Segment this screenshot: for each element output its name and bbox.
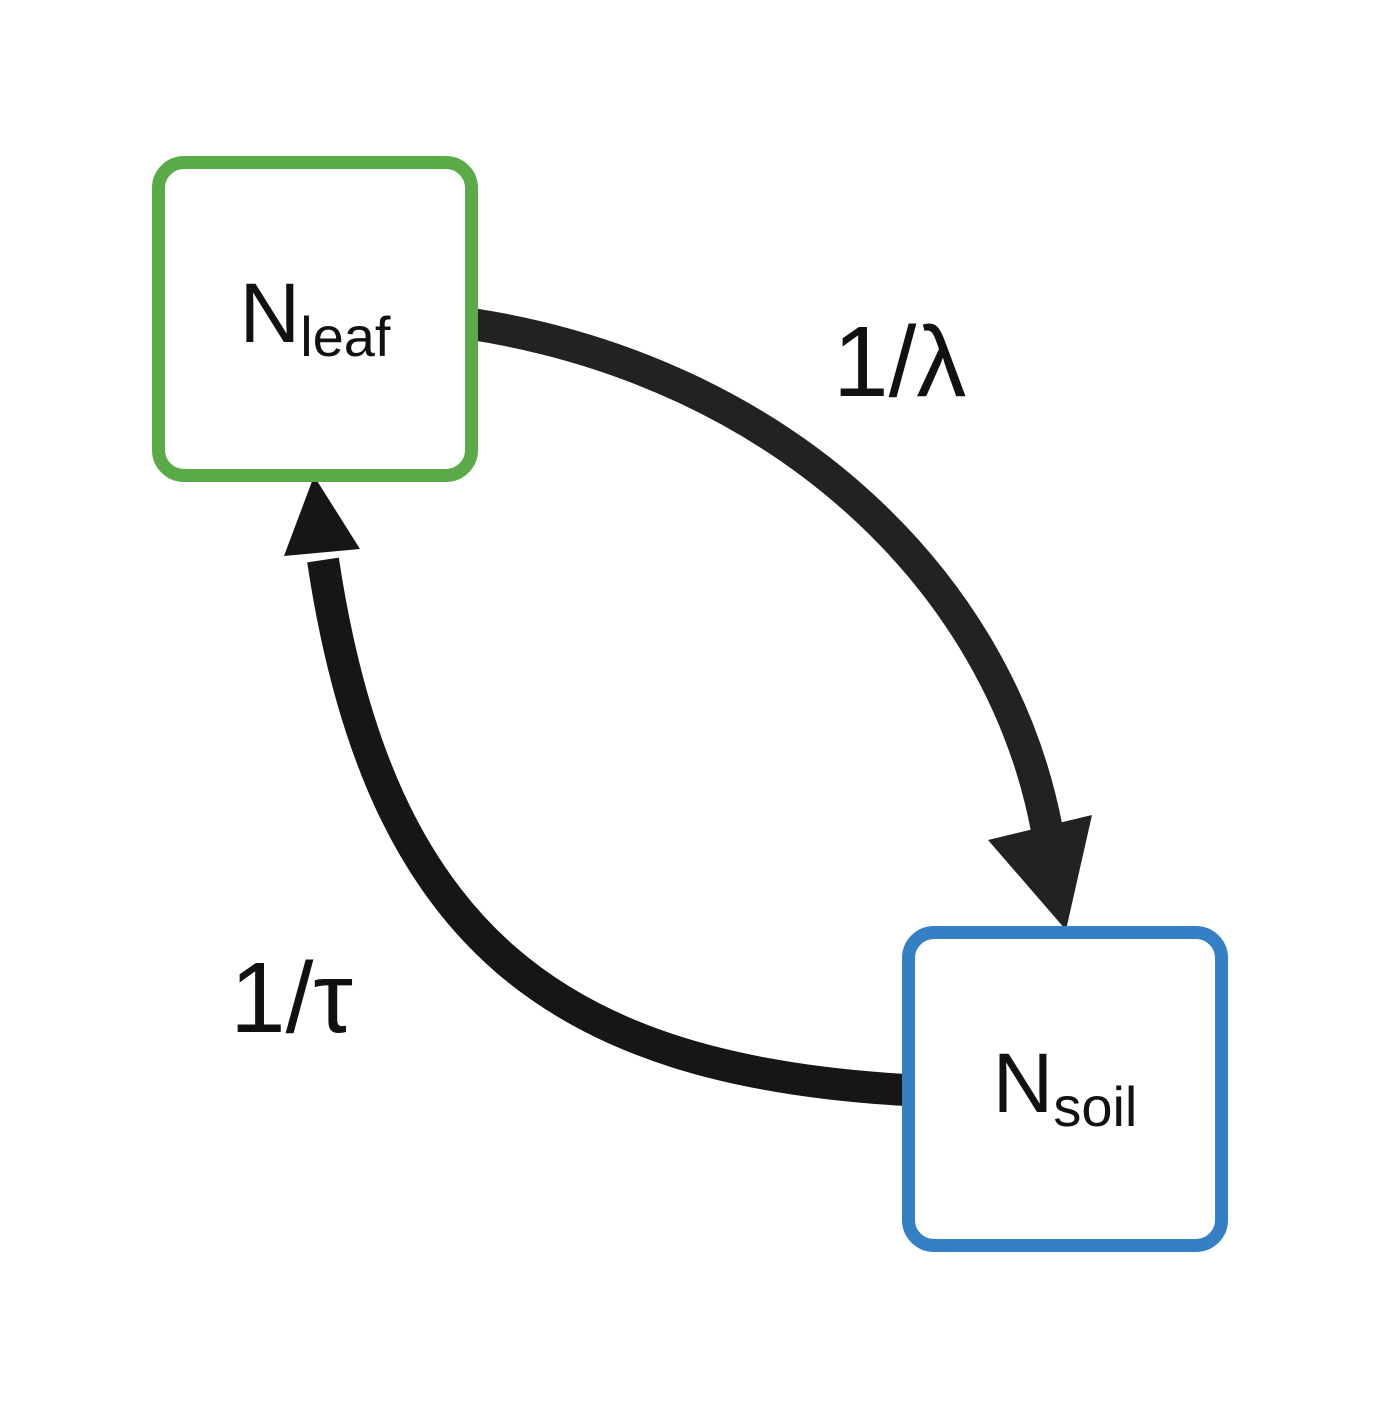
- arrow-soil-to-leaf-shaft: [307, 557, 907, 1106]
- node-leaf-label: Nleaf: [240, 271, 391, 365]
- node-soil-label: Nsoil: [993, 1041, 1138, 1135]
- node-leaf-label-main: N: [239, 266, 301, 360]
- edge-label-soil-to-leaf: 1/τ: [230, 942, 353, 1054]
- node-leaf: Nleaf: [152, 156, 478, 482]
- arrow-leaf-to-soil-head: [988, 815, 1092, 930]
- arrow-leaf-to-soil-shaft: [469, 308, 1063, 833]
- node-soil-label-main: N: [992, 1036, 1054, 1130]
- node-soil-label-subscript: soil: [1053, 1075, 1138, 1138]
- arrow-soil-to-leaf-head: [284, 476, 360, 556]
- node-leaf-label-subscript: leaf: [300, 305, 391, 368]
- node-soil: Nsoil: [902, 926, 1228, 1252]
- edge-label-leaf-to-soil: 1/λ: [833, 306, 967, 418]
